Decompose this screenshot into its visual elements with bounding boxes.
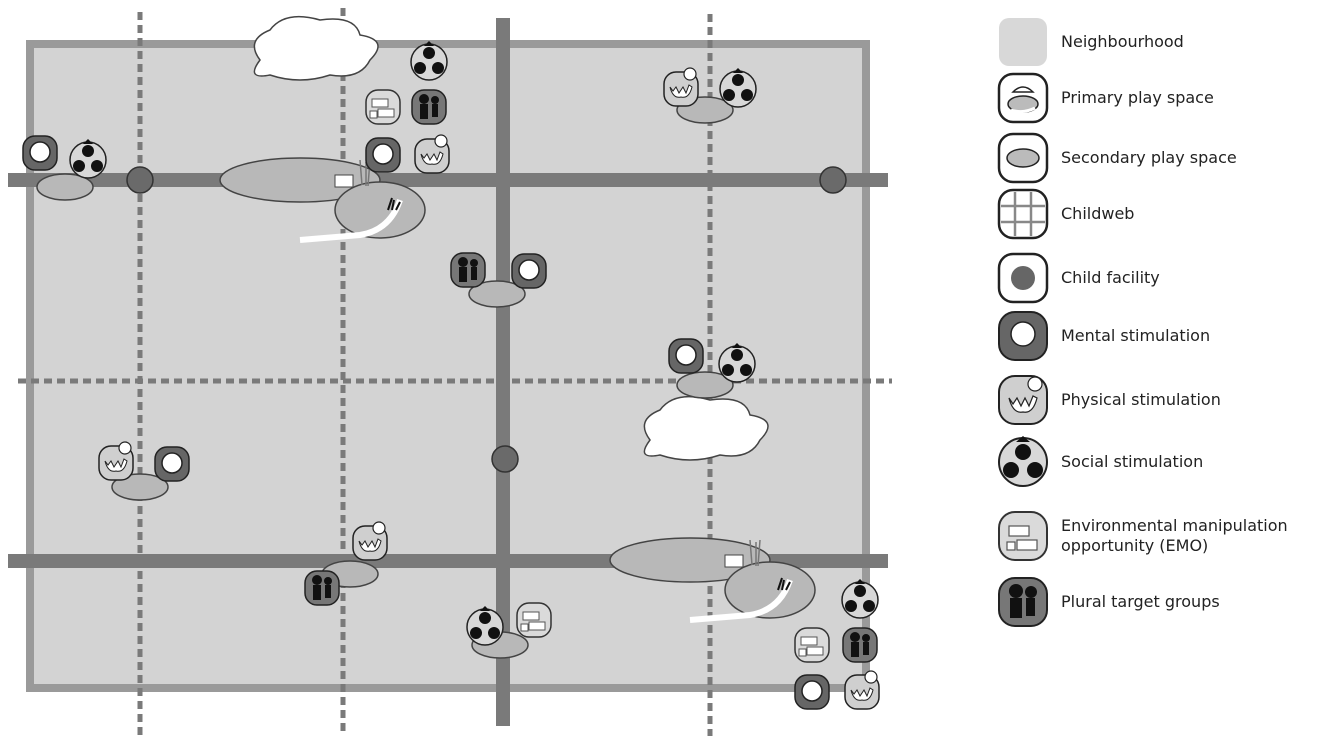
plural-target-groups-icon [842,627,878,663]
emo-icon [365,89,401,125]
plural-target-groups-icon [450,252,486,288]
mental-stimulation-icon [794,674,830,710]
legend-label: Childweb [1061,204,1135,223]
social-stimulation-icon [998,436,1048,487]
mental-stimulation-icon [668,338,704,374]
physical-stimulation-icon [98,441,134,481]
physical-stimulation-icon [998,375,1048,425]
physical-stimulation-icon [352,521,388,561]
physical-stimulation-icon [414,134,450,174]
child-facility [491,445,519,473]
physical-stimulation-icon [844,670,880,710]
mental-stimulation-icon [22,135,58,171]
neighbourhood-icon [999,18,1047,66]
legend-label: Plural target groups [1061,592,1220,611]
legend-label: Primary play space [1061,88,1214,107]
physical-stimulation-icon [663,67,699,107]
mental-stimulation-icon [511,253,547,289]
legend-item-mental-stimulation: Mental stimulation [995,308,1210,364]
child-facility-icon [997,252,1049,304]
legend-label: Secondary play space [1061,148,1237,167]
legend-label: Mental stimulation [1061,326,1211,345]
legend-label: Neighbourhood [1061,32,1184,51]
mental-stimulation-icon [998,311,1048,361]
legend-item-social-stimulation: Social stimulation [995,434,1203,490]
legend-item-primary-play-space: Primary play space [995,70,1214,126]
mental-stimulation-icon [365,137,401,173]
plural-target-groups-icon [998,577,1048,627]
plural-target-groups-icon [304,570,340,606]
primary-play-space-icon [997,72,1049,124]
neighbourhood-map [8,8,892,736]
legend-item-neighbourhood: Neighbourhood [995,14,1184,70]
emo-icon [998,511,1048,561]
legend-item-childweb: Childweb [995,186,1134,242]
legend-label: Environmental manipulation opportunity (… [1061,516,1288,555]
legend-label: Social stimulation [1061,452,1204,471]
childweb-icon [997,188,1049,240]
secondary-play-space-icon [997,132,1049,184]
legend-label: Child facility [1061,268,1160,287]
plural-target-groups-icon [411,89,447,125]
child-facility [126,166,154,194]
mental-stimulation-icon [154,446,190,482]
legend-item-plural-target-groups: Plural target groups [995,574,1220,630]
emo-icon [516,602,552,638]
legend-item-physical-stimulation: Physical stimulation [995,372,1221,428]
child-facility [819,166,847,194]
legend-item-secondary-play-space: Secondary play space [995,130,1237,186]
emo-icon [794,627,830,663]
legend-label: Physical stimulation [1061,390,1221,409]
legend-item-emo: Environmental manipulation opportunity (… [995,508,1288,564]
legend-item-child-facility: Child facility [995,250,1160,306]
